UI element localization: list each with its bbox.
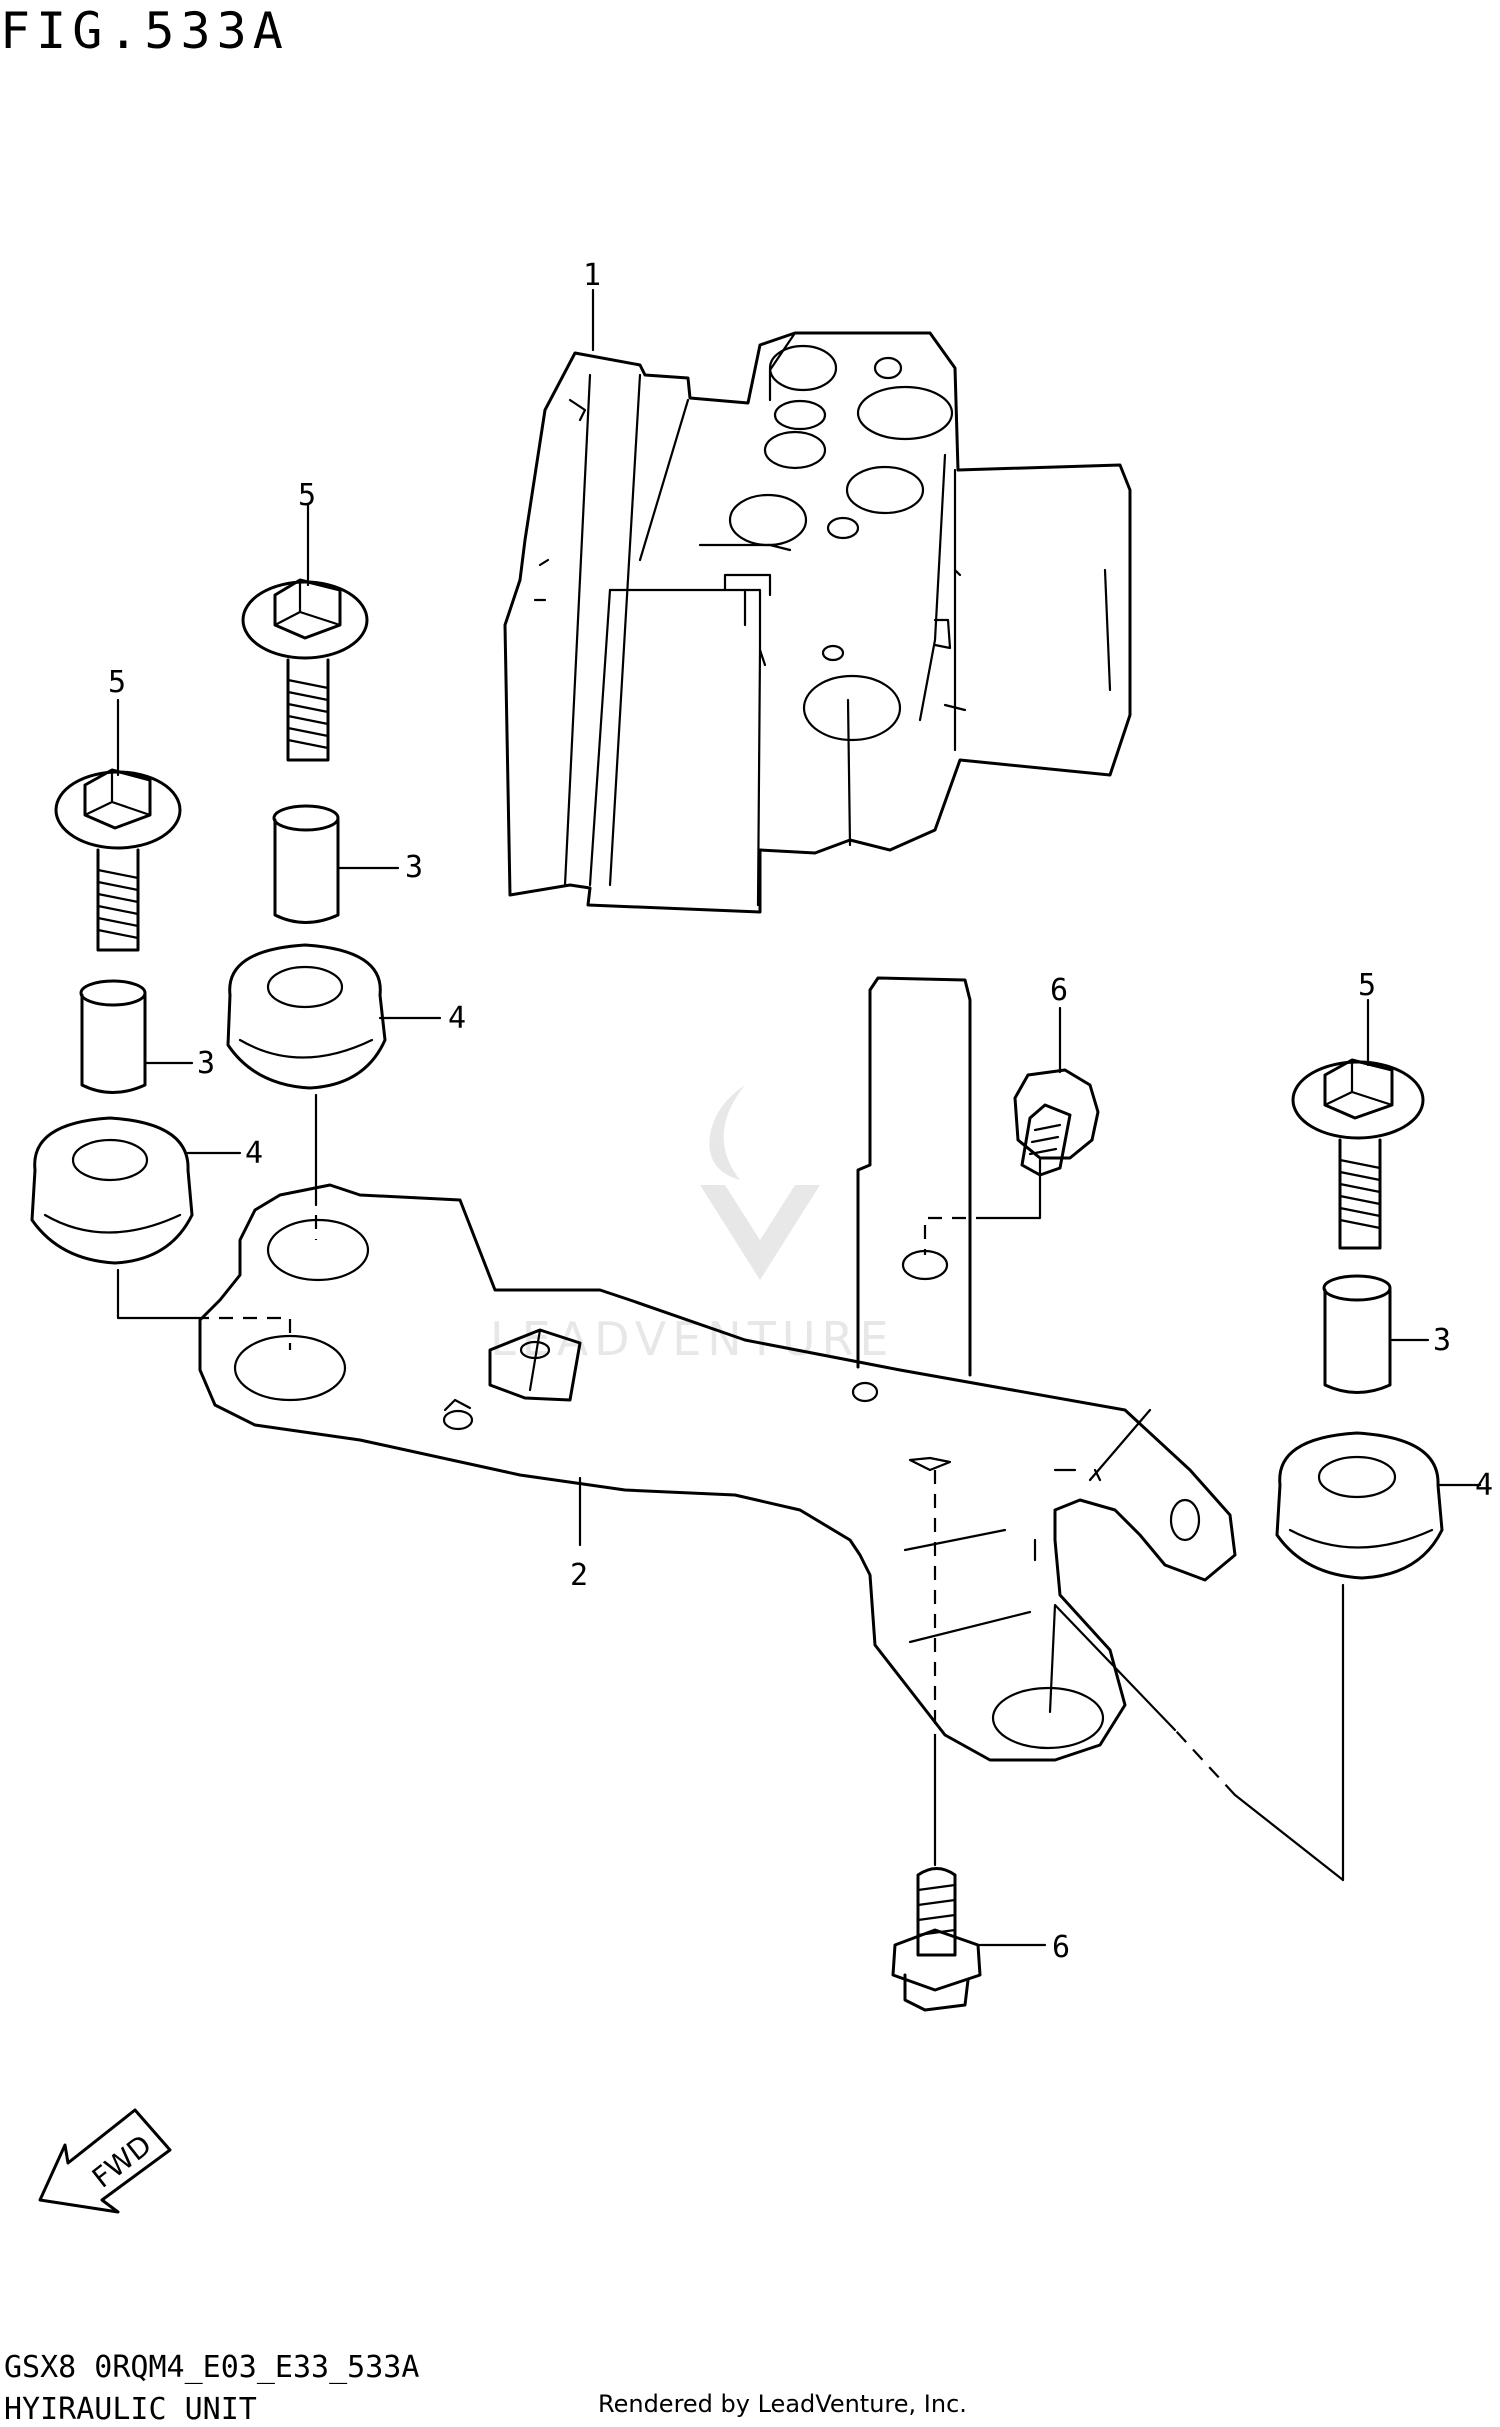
bolt-6-b <box>891 1867 982 2012</box>
callout-4-a: 4 <box>448 1001 466 1036</box>
callout-5-b: 5 <box>108 665 126 700</box>
fwd-direction-badge: FWD <box>38 2108 172 2214</box>
leadventure-watermark: LEADVENTURE <box>490 1085 889 1366</box>
callout-1: 1 <box>583 258 601 293</box>
leader-lines <box>116 288 1482 1947</box>
flange-bolt-5-b <box>54 768 182 952</box>
hydraulic-unit-part <box>503 331 1132 914</box>
callout-3-b: 3 <box>197 1046 215 1081</box>
grommet-4-a <box>226 943 387 1090</box>
figure-title: FIG.533A <box>0 2 289 60</box>
flange-bolt-5-a <box>241 578 369 762</box>
rendered-by-credit: Rendered by LeadVenture, Inc. <box>598 2390 967 2418</box>
callout-3-a: 3 <box>405 850 423 885</box>
grommet-4-b <box>30 1116 194 1265</box>
callout-5-a: 5 <box>298 478 316 513</box>
grommet-4-c <box>1275 1431 1444 1580</box>
callout-numbers: 1 2 3 3 3 4 4 4 5 5 5 6 6 <box>108 258 1493 1965</box>
bracket-part <box>198 976 1237 1762</box>
collar-3-c <box>1322 1274 1392 1394</box>
part-name: HYIRAULIC UNIT <box>4 2392 257 2427</box>
collar-3-b <box>79 979 147 1094</box>
callout-2: 2 <box>570 1558 588 1593</box>
callout-4-c: 4 <box>1475 1468 1493 1503</box>
callout-6-b: 6 <box>1052 1930 1070 1965</box>
collar-3-a <box>272 804 340 924</box>
callout-6-a: 6 <box>1050 973 1068 1008</box>
callout-4-b: 4 <box>245 1136 263 1171</box>
model-code: GSX8 0RQM4_E03_E33_533A <box>4 2350 420 2385</box>
callout-5-c: 5 <box>1358 968 1376 1003</box>
flange-bolt-5-c <box>1291 1058 1425 1250</box>
callout-3-c: 3 <box>1433 1323 1451 1358</box>
bolt-6-a <box>1013 1068 1100 1177</box>
